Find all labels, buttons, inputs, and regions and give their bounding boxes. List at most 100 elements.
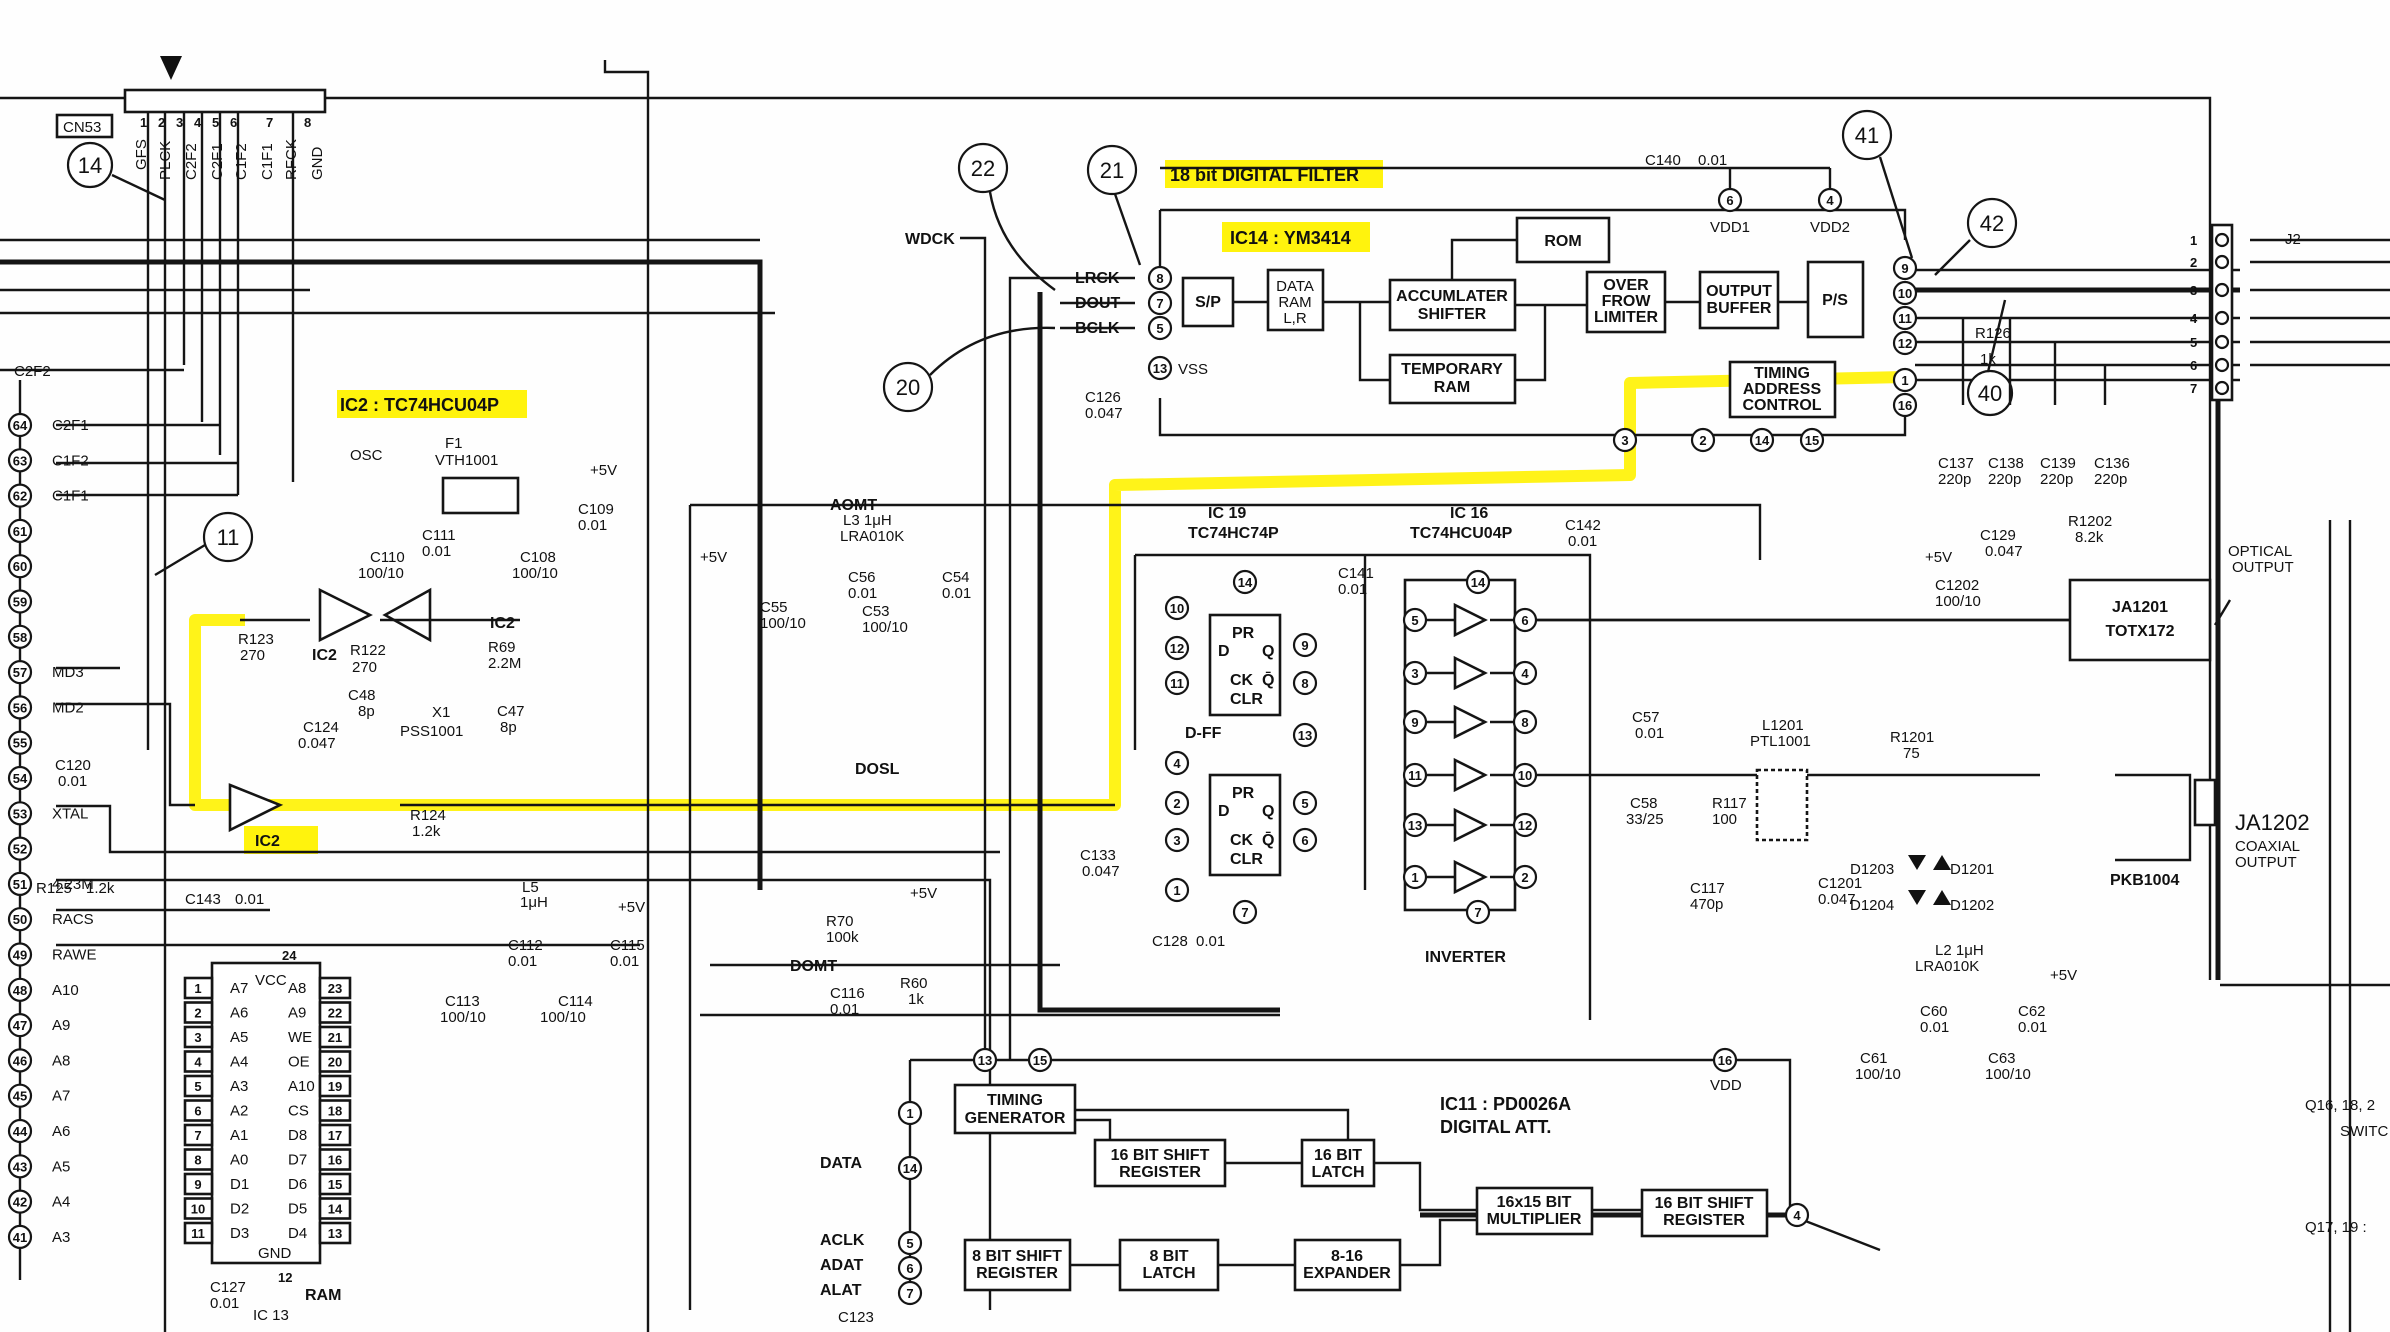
svg-text:EXPANDER: EXPANDER — [1303, 1265, 1391, 1282]
highlight-filter-title — [1165, 160, 1383, 188]
ja1201-module — [2068, 578, 2212, 662]
svg-text:4: 4 — [194, 1055, 202, 1070]
svg-text:RAM: RAM — [1278, 294, 1311, 311]
svg-text:CS: CS — [288, 1103, 309, 1120]
ps-block — [1806, 260, 1865, 339]
cn53-label: CN53 — [63, 119, 101, 136]
svg-text:7: 7 — [266, 115, 273, 130]
svg-text:6: 6 — [1726, 193, 1733, 208]
svg-text:TEMPORARY: TEMPORARY — [1401, 361, 1503, 378]
svg-text:C47: C47 — [497, 703, 525, 720]
svg-text:+5V: +5V — [590, 462, 617, 479]
l2-filter: L2 1μH LRA010K +5V C60 0.01 C62 0.01 C61… — [1855, 942, 2077, 1083]
ram-pin-21: 21 WE — [288, 1025, 352, 1049]
cn53-pin-c2f2: C2F2 — [183, 143, 200, 180]
svg-text:C123: C123 — [838, 1309, 874, 1326]
highlight-ic14-label — [1222, 222, 1370, 252]
svg-text:REGISTER: REGISTER — [1663, 1212, 1745, 1229]
svg-text:51: 51 — [13, 877, 27, 892]
svg-text:0.01: 0.01 — [1196, 933, 1225, 950]
svg-text:IC11 : PD0026A: IC11 : PD0026A — [1440, 1094, 1571, 1114]
svg-text:C133: C133 — [1080, 847, 1116, 864]
svg-text:0.01: 0.01 — [2018, 1019, 2047, 1036]
svg-text:1: 1 — [906, 1106, 913, 1121]
svg-text:D1204: D1204 — [1850, 897, 1894, 914]
svg-text:C53: C53 — [862, 603, 890, 620]
svg-text:R70: R70 — [826, 913, 854, 930]
svg-text:A6: A6 — [52, 1123, 70, 1140]
svg-text:0.01: 0.01 — [58, 773, 87, 790]
svg-text:100k: 100k — [826, 929, 859, 946]
svg-text:R1201: R1201 — [1890, 729, 1934, 746]
svg-text:P/S: P/S — [1822, 292, 1848, 309]
svg-text:14: 14 — [1755, 433, 1770, 448]
svg-text:5: 5 — [906, 1236, 913, 1251]
svg-text:0.01: 0.01 — [1698, 152, 1727, 169]
svg-text:J2: J2 — [2285, 231, 2301, 248]
data-label: DATA — [820, 1155, 863, 1172]
svg-text:100/10: 100/10 — [760, 615, 806, 632]
svg-text:50: 50 — [13, 912, 27, 927]
svg-text:17: 17 — [328, 1128, 342, 1143]
svg-text:46: 46 — [13, 1053, 27, 1068]
svg-text:D2: D2 — [230, 1201, 249, 1218]
svg-text:A4: A4 — [230, 1054, 248, 1071]
svg-text:45: 45 — [13, 1089, 27, 1104]
svg-text:CLR: CLR — [1230, 851, 1263, 868]
adat-label: ADAT — [820, 1257, 863, 1274]
svg-text:OVER: OVER — [1603, 277, 1649, 294]
ram-chip — [210, 961, 322, 1265]
svg-text:D: D — [1218, 643, 1230, 660]
svg-text:7: 7 — [906, 1286, 913, 1301]
svg-text:TC74HCU04P: TC74HCU04P — [1410, 525, 1513, 542]
ic2-oscillator: IC2 : TC74HCU04P OSC F1 VTH1001 C110 100… — [36, 395, 617, 897]
cn53-connector: CN53 1 2 3 4 5 6 7 8 GFS PLCK C2F2 C2F1 … — [55, 56, 327, 180]
ic19-pin-11: 11 — [1164, 670, 1190, 696]
svg-text:RAM: RAM — [1434, 379, 1470, 396]
svg-text:0.01: 0.01 — [1338, 581, 1367, 598]
coaxial-output: C57 0.01 C58 33/25 R117 100 C117 470p L1… — [1626, 709, 2310, 914]
svg-text:52: 52 — [13, 842, 27, 857]
svg-text:A6: A6 — [230, 1005, 248, 1022]
cn53-pin-c1f1: C1F1 — [259, 143, 276, 180]
left-pin-54: 54 — [7, 765, 33, 791]
svg-text:4: 4 — [1521, 666, 1529, 681]
arrow-down-icon — [160, 56, 182, 80]
ic19-pin-4: 4 — [1164, 750, 1190, 776]
svg-text:REGISTER: REGISTER — [976, 1265, 1058, 1282]
svg-text:WE: WE — [288, 1029, 312, 1046]
svg-text:1: 1 — [1901, 373, 1908, 388]
svg-text:R60: R60 — [900, 975, 928, 992]
svg-text:21: 21 — [328, 1030, 342, 1045]
svg-text:C48: C48 — [348, 687, 376, 704]
svg-text:LATCH: LATCH — [1311, 1164, 1364, 1181]
svg-text:D1: D1 — [230, 1176, 249, 1193]
svg-text:42: 42 — [13, 1195, 27, 1210]
svg-text:0.01: 0.01 — [1920, 1019, 1949, 1036]
j2-pin-4: 4 — [2190, 310, 2230, 326]
svg-text:220p: 220p — [2094, 471, 2127, 488]
cn53-pin-c2f1: C2F1 — [209, 143, 226, 180]
svg-text:8: 8 — [304, 115, 311, 130]
svg-text:VDD1: VDD1 — [1710, 219, 1750, 236]
latch-8 — [1118, 1238, 1220, 1292]
aclk-label: ACLK — [820, 1232, 865, 1249]
shift-register-16a — [1093, 1138, 1227, 1188]
svg-text:11: 11 — [191, 1226, 205, 1241]
svg-text:R1202: R1202 — [2068, 513, 2112, 530]
svg-text:Q̄: Q̄ — [1262, 670, 1274, 689]
svg-text:5: 5 — [194, 1079, 201, 1094]
svg-text:10: 10 — [1898, 286, 1912, 301]
callout-42 — [1966, 197, 2018, 249]
